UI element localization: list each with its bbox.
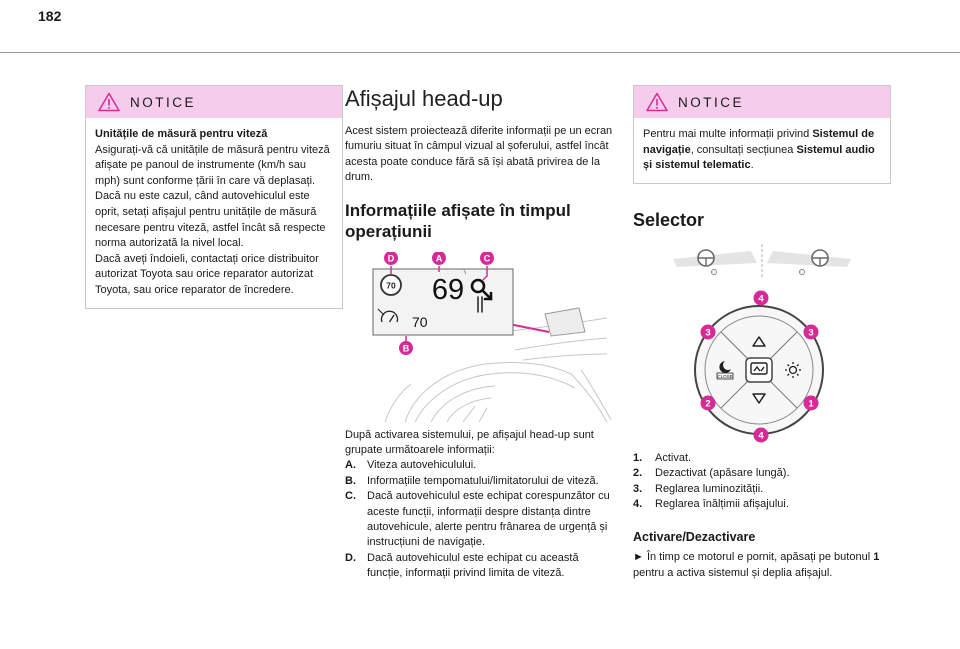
list-item: 4. Reglarea înălțimii afișajului. [633,497,891,512]
list-item: 3. Reglarea luminozității. [633,482,891,497]
hud-illustration: 70 69 70 [345,250,615,422]
list-item: B. Informațiile tempomatului/limitatorulu… [345,474,615,489]
item-key: 1. [633,451,643,464]
notice-header: NOTICE [86,86,342,118]
selector-illustration: CLOSE 4 3 3 2 1 [633,241,891,450]
speed-units-notice: NOTICE Unitățile de măsură pentru viteză… [85,85,343,309]
list-item: C. Dacă autovehiculul este echipat coresp… [345,489,615,551]
list-item: 1. Activat. [633,451,891,466]
item-text: Activat. [655,451,692,464]
arrow-up-icon [752,336,766,347]
item-text: Viteza autovehiculului. [367,459,477,472]
step-text-1: În timp ce motorul e pornit, apăsați pe … [643,551,874,564]
item-key: B. [345,474,356,487]
item-key: 4. [633,498,643,510]
activation-title: Activare/Dezactivare [633,530,756,545]
navigation-arrow-icon [470,278,493,313]
brightness-icon [785,361,801,378]
right-column: NOTICE Pentru mai multe informații privi… [633,85,891,581]
selector-list: 1. Activat. 2. Dezactivat (apăsare lungă).… [633,451,891,513]
item-text: Informațiile tempomatului/limitatorului … [367,474,599,487]
marker-4-top: 4 [758,293,764,304]
notice-header: NOTICE [634,86,890,118]
notice-text-2: , consultați secțiunea [690,143,797,156]
cruise-control-icon [377,308,399,322]
marker-3-left: 3 [705,327,710,338]
item-key: D. [345,551,356,564]
marker-4-bottom-wrap: 4 [753,427,769,443]
item-key: C. [345,490,356,503]
header-rule [0,52,960,53]
marker-3-right: 3 [808,327,813,338]
label-c: C [484,253,491,263]
item-text: Dacă autovehiculul este echipat corespun… [367,490,610,549]
display-icon [750,362,768,375]
marker-2: 2 [705,398,710,409]
notice-title: NOTICE [130,94,197,110]
label-b: B [403,343,410,353]
page-number: 182 [38,8,62,24]
notice-body: Unitățile de măsură pentru viteză Asigur… [86,118,342,308]
section-title: Afișajul head-up [345,86,503,111]
step-button-number: 1 [873,551,880,564]
middle-column: Afișajul head-up Acest sistem proiecteaz… [345,85,615,582]
cruise-value: 70 [412,314,428,330]
night-mode-icon: CLOSE [716,360,734,380]
vehicle-speed: 69 [432,274,464,306]
notice-body: Pentru mai multe informații privind Sist… [634,118,890,183]
step-text-2: pentru a activa sistemul și deplia afișa… [633,566,833,579]
limit-sign-text: 70 [386,280,396,290]
marker-4-bottom: 4 [758,430,764,441]
item-key: 2. [633,467,643,480]
after-figure-paragraph: După activarea sistemului, pe afișajul h… [345,428,594,457]
speed-limit-sign-icon: 70 [380,273,402,296]
label-a: A [436,253,443,263]
notice-title: NOTICE [678,94,745,110]
steering-wheel-icon [673,248,757,275]
notice-text-3: . [750,159,754,172]
selector-title: Selector [633,209,705,230]
notice-link-audio: Sistemul audio și sistemul telematic [643,143,875,172]
notice-heading: Unitățile de măsură pentru viteză [95,128,268,140]
item-key: A. [345,459,356,472]
warning-triangle-icon [98,92,120,112]
notice-text-1: Pentru mai multe informații privind [643,128,813,140]
item-key: 3. [633,482,643,495]
list-item: D. Dacă autovehiculul este echipat cu ace… [345,551,615,582]
intro-paragraph: Acest sistem proiectează diferite inform… [345,125,613,184]
marker-1: 1 [808,398,814,409]
item-text: Dezactivat (apăsare lungă). [655,467,790,480]
left-column: NOTICE Unitățile de măsură pentru viteză… [85,85,343,309]
mode-label: CLOSE [717,374,732,379]
notice-link-navigation: Sistemul de navigație [643,128,875,156]
label-d: D [388,253,395,263]
activation-step: ► În timp ce motorul e pornit, apăsați p… [633,550,891,581]
sub-title: Informațiile afișate în timpul operațiun… [345,200,571,241]
item-text: Reglarea înălțimii afișajului. [655,498,789,510]
arrow-down-icon [752,393,766,404]
item-text: Dacă autovehiculul este echipat cu aceas… [367,551,579,580]
navigation-notice: NOTICE Pentru mai multe informații privi… [633,85,891,184]
item-text: Reglarea luminozității. [655,482,764,495]
hud-drawing: 70 69 70 [372,250,612,422]
warning-triangle-icon [646,92,668,112]
hud-info-list: A. Viteza autovehiculului. B. Informațiile… [345,458,615,581]
list-item: A. Viteza autovehiculului. [345,458,615,473]
notice-text: Asigurați-vă că unitățile de măsură pent… [95,143,330,296]
selector-drawing: CLOSE 4 3 3 2 1 [673,243,851,450]
list-item: 2. Dezactivat (apăsare lungă). [633,466,891,481]
steering-wheel-icon [767,248,851,275]
step-marker: ► [633,551,644,564]
